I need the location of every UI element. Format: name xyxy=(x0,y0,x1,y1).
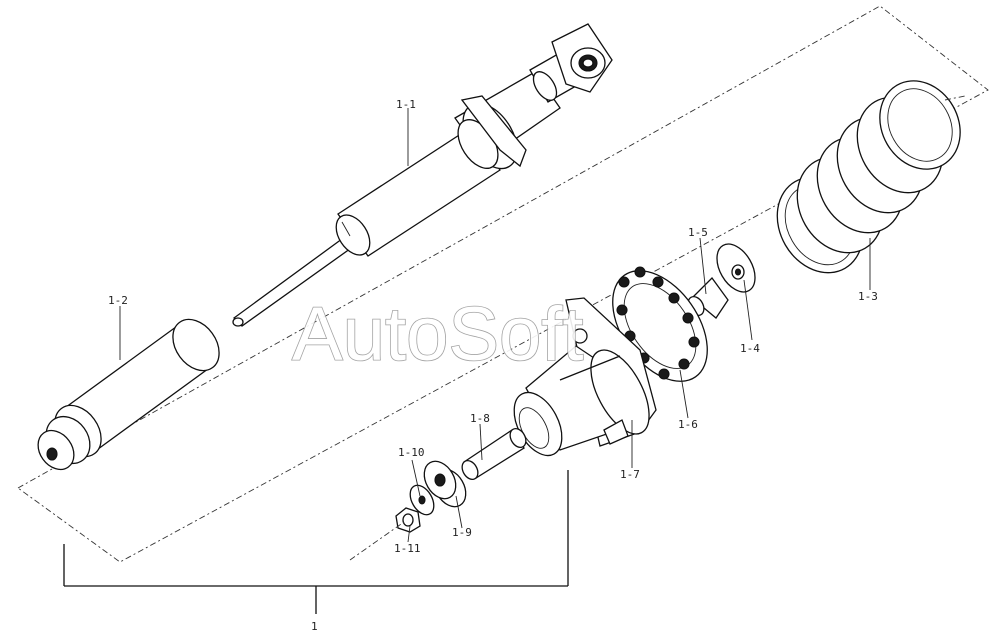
watermark-text: AutoSoft xyxy=(292,292,584,377)
callout-1-11: 1-11 xyxy=(394,542,421,555)
part-shock-absorber xyxy=(232,23,613,327)
part-sleeve xyxy=(461,428,527,480)
part-washer-large xyxy=(716,243,756,293)
callout-1-5: 1-5 xyxy=(688,226,708,239)
callout-1-8: 1-8 xyxy=(470,412,490,425)
assembly-boundary xyxy=(17,5,989,563)
part-nut xyxy=(395,507,421,533)
leader-lines xyxy=(119,108,871,543)
axis-line xyxy=(349,521,405,561)
callout-1-9: 1-9 xyxy=(452,526,472,539)
part-bushing xyxy=(423,460,467,508)
callout-1-3: 1-3 xyxy=(858,290,878,303)
callout-1-10: 1-10 xyxy=(398,446,425,459)
callout-1-7: 1-7 xyxy=(620,468,640,481)
callout-1-1: 1-1 xyxy=(396,98,416,111)
part-coil-spring xyxy=(776,80,966,274)
assembly-label: 1 xyxy=(311,620,318,633)
callout-1-2: 1-2 xyxy=(108,294,128,307)
part-washer-small xyxy=(409,484,435,516)
callout-1-4: 1-4 xyxy=(740,342,760,355)
assembly-bracket xyxy=(63,470,569,614)
part-dust-boot xyxy=(37,318,220,471)
part-strut-mount xyxy=(513,297,657,457)
callout-1-6: 1-6 xyxy=(678,418,698,431)
